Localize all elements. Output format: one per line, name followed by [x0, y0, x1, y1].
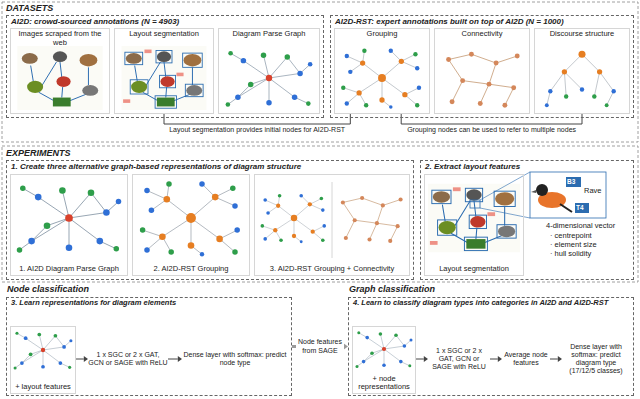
annotation-label: · hull solidity [550, 250, 591, 259]
node-text: 3. AI2D-RST Grouping + Connectivity [256, 265, 408, 274]
pooling-box: Average node features [502, 334, 550, 384]
node-text: 2. AI2D-RST Grouping [134, 265, 248, 274]
connector-line [416, 359, 424, 360]
connector-line [164, 114, 350, 124]
model-box: 1 x SGC or 2 x GAT, GCN or SAGE with ReL… [428, 334, 490, 384]
task-panel: Graph classification4. Learn to classify… [348, 297, 634, 396]
node-text: 3. Learn representations for diagram ele… [11, 299, 287, 308]
node-text: Diagram Parse Graph [220, 30, 318, 39]
annotation-label: · element size [550, 241, 597, 250]
connector [550, 356, 562, 362]
section-label: DATASETS [6, 3, 53, 13]
connector [76, 356, 88, 362]
arrowhead [498, 356, 502, 362]
node-text: + node representations [354, 375, 414, 392]
node-text: Layout segmentation [426, 265, 522, 274]
section-label: EXPERIMENTS [6, 148, 71, 158]
output-box: Dense layer with softmax: predict diagra… [562, 328, 630, 390]
connector [490, 356, 502, 362]
annotation-label: T4 [576, 204, 584, 211]
node-text: Dense layer with softmax: predict node t… [182, 351, 288, 367]
dataset-panel: AI2D-RST: expert annotations built on to… [330, 15, 634, 118]
node-text: 1 x SGC or 2 x GAT, GCN or SAGE with ReL… [428, 347, 490, 371]
node-text: AI2D-RST: expert annotations built on to… [335, 17, 629, 26]
image-tile: Discourse structure [534, 28, 630, 114]
dataset-panel: AI2D: crowd-sourced annotations (N = 490… [6, 15, 324, 118]
node-text: Average node features [502, 351, 550, 367]
image-tile: Layout segmentation [114, 28, 214, 114]
connector [164, 114, 350, 124]
arrowhead [558, 356, 562, 362]
connector [168, 356, 182, 362]
graph-tile: 2. AI2D-RST Grouping [132, 174, 250, 276]
node-text: Connectivity [436, 30, 528, 39]
node-text: + layout features [12, 383, 74, 392]
node-text: Images scraped from the web [12, 30, 108, 47]
connector-line [401, 114, 582, 124]
node-text: Grouping [336, 30, 428, 39]
node-text: Node classification [7, 284, 89, 294]
image-tile: Connectivity [434, 28, 530, 114]
edge-label: Layout segmentation provides initial nod… [169, 126, 345, 134]
output-box: Dense layer with softmax: predict node t… [182, 334, 288, 384]
node-text: AI2D: crowd-sourced annotations (N = 490… [11, 17, 319, 26]
task-panel: Node classification3. Learn representati… [6, 297, 292, 396]
graph-tile: + node representations [352, 326, 416, 394]
node-text: Layout segmentation [116, 30, 212, 39]
model-box: 1 x SGC or 2 x GAT, GCN or SAGE with ReL… [88, 334, 168, 384]
connector-line [490, 359, 498, 360]
connector-line [168, 359, 178, 360]
connector-line [550, 359, 558, 360]
node-text: 2. Extract layout features [425, 162, 629, 171]
step-panel: 1. Create three alternative graph-based … [6, 160, 414, 280]
edge-label: Grouping nodes can be used to refer to m… [407, 126, 576, 134]
node-text: 1 x SGC or 2 x GAT, GCN or SAGE with ReL… [88, 351, 168, 367]
node-text: 1. AI2D Diagram Parse Graph [12, 265, 126, 274]
arrowhead [84, 356, 88, 362]
edge-label: Node features from SAGE [296, 338, 344, 354]
connector [401, 114, 582, 124]
annotation-label: 4-dimensional vector [546, 222, 615, 231]
step-panel: 2. Extract layout featuresLayout segment… [420, 160, 634, 280]
image-tile: Diagram Parse Graph [218, 28, 320, 114]
connector-line [76, 359, 84, 360]
graph-tile: 3. AI2D-RST Grouping + Connectivity [254, 174, 410, 276]
annotation-label: B3 [567, 178, 575, 185]
arrowhead [178, 356, 182, 362]
graph-tile: 1. AI2D Diagram Parse Graph [10, 174, 128, 276]
node-text: 1. Create three alternative graph-based … [11, 162, 409, 171]
annotation-label: · centrepoint [550, 232, 592, 241]
graph-tile: + layout features [10, 326, 76, 394]
node-text: Graph classification [349, 284, 435, 294]
node-text: 4. Learn to classify diagram types into … [353, 299, 629, 308]
arrowhead [424, 356, 428, 362]
image-tile: Grouping [334, 28, 430, 114]
image-tile: Images scraped from the web [10, 28, 110, 114]
connector [416, 356, 428, 362]
node-text: Discourse structure [536, 30, 628, 39]
node-text: Dense layer with softmax: predict diagra… [562, 343, 630, 375]
image-tile: Layout segmentation [424, 174, 524, 276]
annotation-label: Rave [584, 187, 602, 196]
